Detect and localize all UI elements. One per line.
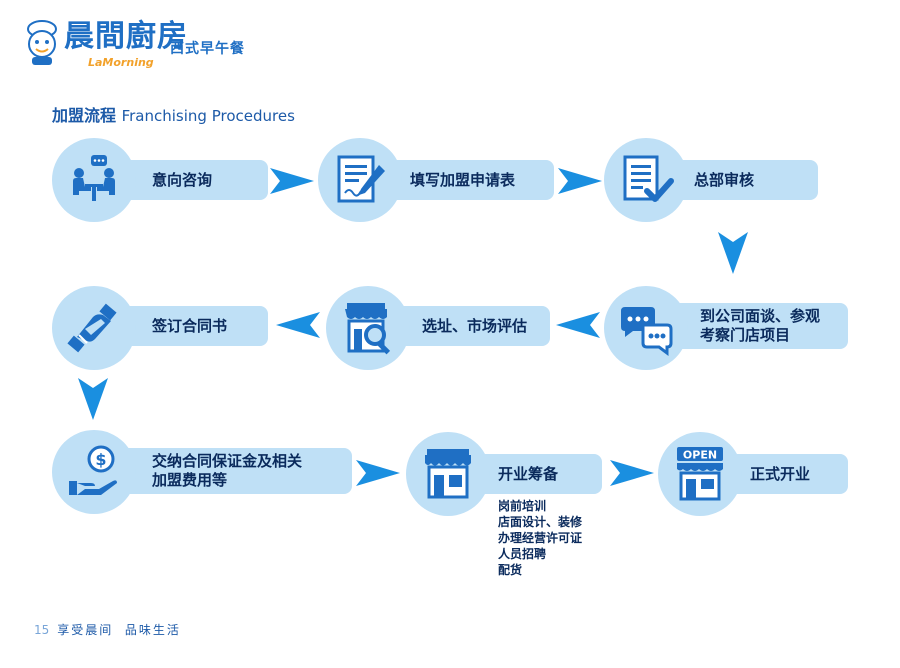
- preparation-notes: 岗前培训 店面设计、装修 办理经营许可证 人员招聘 配货: [498, 498, 582, 578]
- note-item: 岗前培训: [498, 499, 547, 513]
- open-store-icon: OPEN: [658, 432, 742, 516]
- step-label: 填写加盟申请表: [410, 170, 516, 189]
- step-label-line1: 交纳合同保证金及相关: [152, 452, 303, 470]
- storefront-icon: [406, 432, 490, 516]
- money-hand-icon: $: [52, 430, 136, 514]
- step-label-line2: 加盟费用等: [152, 471, 228, 489]
- arrow-down-icon: [78, 378, 108, 420]
- open-sign-text: OPEN: [683, 449, 717, 462]
- section-title-en: Franchising Procedures: [121, 107, 295, 125]
- handshake-icon: [52, 286, 136, 370]
- step-label: 签订合同书: [152, 316, 228, 335]
- page-number: 15: [34, 623, 50, 637]
- footer-slogan: 享受晨间 品味生活: [57, 623, 181, 637]
- brand-name-en: LaMorning: [88, 56, 154, 69]
- step-label-line1: 到公司面谈、参观: [700, 307, 821, 325]
- section-title: 加盟流程 Franchising Procedures: [52, 102, 295, 126]
- brand-name-cn: 晨間廚房: [64, 19, 188, 54]
- store-search-icon: [326, 286, 410, 370]
- page-footer: 15 享受晨间 品味生活: [34, 621, 181, 638]
- step-label: 选址、市场评估: [422, 316, 528, 335]
- review-checklist-icon: [604, 138, 688, 222]
- arrow-right-icon: [558, 168, 602, 194]
- step-label: 开业筹备: [498, 464, 559, 483]
- section-title-cn: 加盟流程: [52, 106, 117, 125]
- step-label: 意向咨询: [152, 170, 213, 189]
- note-item: 配货: [498, 563, 523, 577]
- note-item: 人员招聘: [498, 547, 547, 561]
- step-label-line2: 考察门店项目: [700, 326, 791, 344]
- arrow-left-icon: [556, 312, 600, 338]
- brand-tagline: 西式早午餐: [170, 41, 245, 57]
- arrow-right-icon: [356, 460, 400, 486]
- step-label: 到公司面谈、参观 考察门店项目: [700, 307, 820, 345]
- svg-text:$: $: [95, 450, 106, 469]
- chef-mascot-logo: [22, 20, 62, 66]
- arrow-right-icon: [270, 168, 314, 194]
- arrow-left-icon: [276, 312, 320, 338]
- note-item: 办理经营许可证: [498, 531, 583, 545]
- consultation-icon: [52, 138, 136, 222]
- step-label: 正式开业: [750, 464, 811, 483]
- note-item: 店面设计、装修: [498, 515, 583, 529]
- arrow-down-icon: [718, 232, 748, 274]
- step-pill-deposit: 交纳合同保证金及相关 加盟费用等: [100, 448, 352, 494]
- step-label: 总部审核: [694, 170, 755, 189]
- application-form-icon: [318, 138, 402, 222]
- chat-bubbles-icon: [604, 286, 688, 370]
- arrow-right-icon: [610, 460, 654, 486]
- step-label: 交纳合同保证金及相关 加盟费用等: [152, 452, 302, 490]
